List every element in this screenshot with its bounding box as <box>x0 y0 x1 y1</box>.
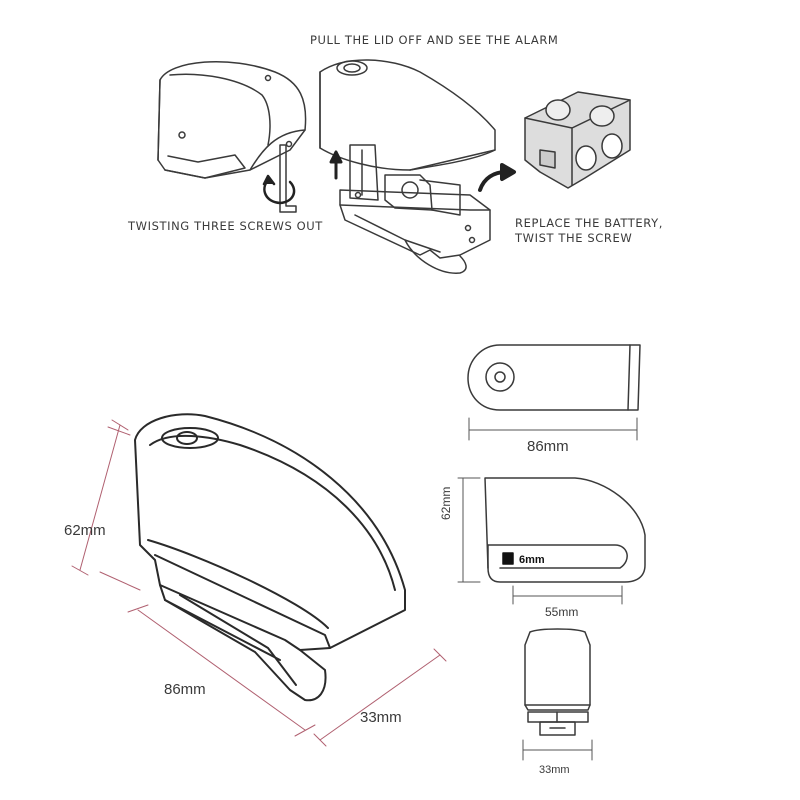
front-width-label: 33mm <box>539 764 570 776</box>
front-view-illustration <box>524 628 591 736</box>
slot-length-label: 55mm <box>545 605 579 619</box>
allen-key-icon <box>279 144 297 213</box>
top-view-dimension <box>468 417 638 441</box>
side-view-illustration <box>484 477 646 583</box>
lock-body-open-illustration <box>339 144 491 274</box>
side-height-label: 62mm <box>439 486 453 520</box>
lid-lifted-illustration <box>319 59 496 171</box>
main-width-label: 33mm <box>360 709 402 726</box>
step-replace-battery-label: REPLACE THE BATTERY, <box>515 216 663 230</box>
dimension-lines <box>71 419 447 747</box>
curved-arrow-icon <box>478 163 516 192</box>
up-arrow-icon <box>329 150 343 180</box>
rotate-arrow-icon <box>262 174 296 205</box>
lock-closed-illustration <box>157 60 307 179</box>
top-view-illustration <box>467 344 641 411</box>
step-pull-lid-label: PULL THE LID OFF AND SEE THE ALARM <box>310 33 559 47</box>
step-twist-screws-label: TWISTING THREE SCREWS OUT <box>128 219 323 233</box>
pin-size-label: 6mm <box>519 554 545 566</box>
main-height-label: 62mm <box>64 522 106 539</box>
step-twist-screw-label: TWIST THE SCREW <box>515 231 633 245</box>
alarm-module-illustration <box>524 91 631 189</box>
side-view-dimensions <box>457 477 623 605</box>
main-lock-illustration <box>134 413 406 702</box>
top-view-length-label: 86mm <box>527 438 569 455</box>
front-view-dimension <box>522 739 593 761</box>
main-length-label: 86mm <box>164 681 206 698</box>
